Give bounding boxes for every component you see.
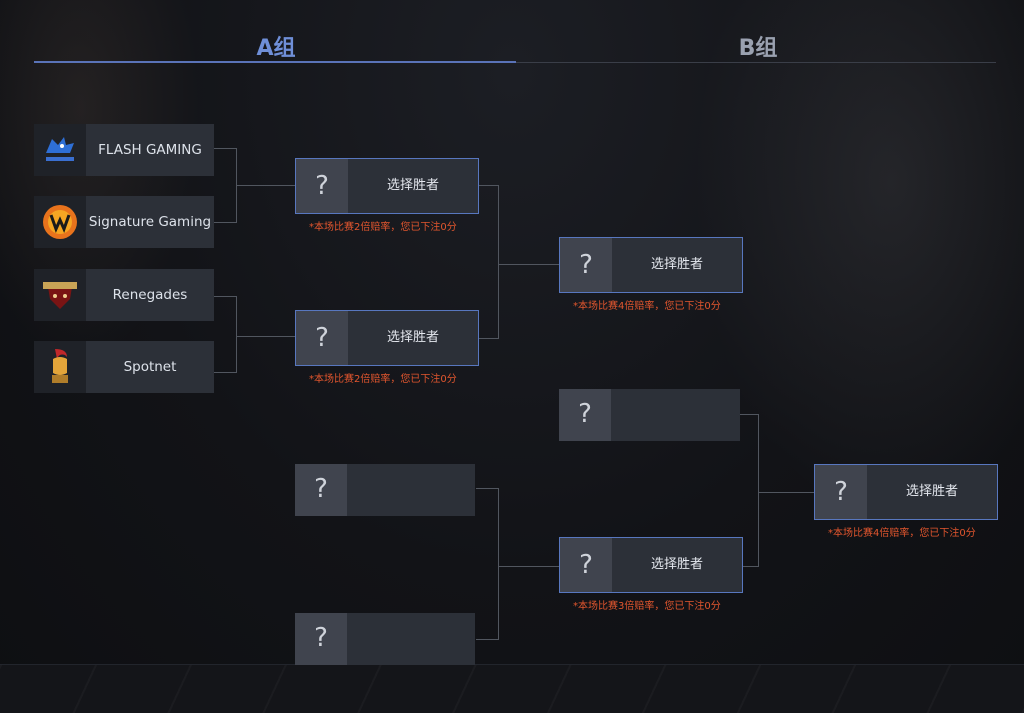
bracket-connector	[479, 185, 498, 186]
slot-label	[347, 613, 475, 665]
tab-group-b[interactable]: B组	[738, 36, 778, 61]
background-art-right	[694, 0, 1024, 520]
unknown-team-icon: ?	[815, 465, 867, 519]
unknown-team-icon: ?	[296, 311, 348, 365]
choose-winner-button[interactable]: 选择胜者	[905, 484, 958, 499]
match-slot-r2-4: ?	[295, 613, 475, 665]
match-slot-r2-3: ?	[295, 464, 475, 516]
choose-winner-button[interactable]: 选择胜者	[386, 330, 439, 345]
bracket-connector	[498, 264, 559, 265]
bracket-connector	[214, 222, 236, 223]
bracket-connector	[743, 566, 758, 567]
signature-gaming-logo-icon	[34, 196, 86, 248]
unknown-team-icon: ?	[295, 613, 347, 665]
bracket-connector	[236, 296, 237, 373]
team-card-spotnet[interactable]: Spotnet	[34, 341, 214, 393]
renegades-logo-icon	[34, 269, 86, 321]
bracket-connector	[214, 296, 236, 297]
team-name: Renegades	[112, 287, 188, 303]
match-slot-r3-3[interactable]: ? 选择胜者	[559, 537, 743, 593]
flash-gaming-logo-icon	[34, 124, 86, 176]
match-slot-r3-2: ?	[559, 389, 740, 441]
tab-group-a-underline	[34, 61, 516, 63]
bracket-connector	[214, 372, 236, 373]
odds-note: *本场比赛2倍赔率，您已下注0分	[309, 222, 457, 233]
bracket-connector	[758, 414, 759, 567]
match-slot-r2-2[interactable]: ? 选择胜者	[295, 310, 479, 366]
choose-winner-button[interactable]: 选择胜者	[650, 257, 703, 272]
unknown-team-icon: ?	[559, 389, 611, 441]
tab-group-a[interactable]: A组	[256, 36, 296, 61]
bracket-connector	[476, 639, 498, 640]
bracket-connector	[758, 492, 814, 493]
unknown-team-icon: ?	[560, 238, 612, 292]
unknown-team-icon: ?	[296, 159, 348, 213]
choose-winner-button[interactable]: 选择胜者	[386, 178, 439, 193]
unknown-team-icon: ?	[560, 538, 612, 592]
bottom-decorative-band	[0, 664, 1024, 713]
bracket-connector	[740, 414, 758, 415]
bracket-connector	[236, 336, 295, 337]
choose-winner-button[interactable]: 选择胜者	[650, 557, 703, 572]
match-slot-r2-1[interactable]: ? 选择胜者	[295, 158, 479, 214]
team-card-signature-gaming[interactable]: Signature Gaming	[34, 196, 214, 248]
bracket-connector	[236, 185, 295, 186]
team-card-flash-gaming[interactable]: FLASH GAMING	[34, 124, 214, 176]
odds-note: *本场比赛2倍赔率，您已下注0分	[309, 374, 457, 385]
match-slot-final[interactable]: ? 选择胜者	[814, 464, 998, 520]
slot-label	[347, 464, 475, 516]
bracket-connector	[498, 566, 559, 567]
team-card-renegades[interactable]: Renegades	[34, 269, 214, 321]
odds-note: *本场比赛3倍赔率，您已下注0分	[573, 601, 721, 612]
odds-note: *本场比赛4倍赔率，您已下注0分	[828, 528, 976, 539]
bracket-connector	[476, 488, 498, 489]
tab-divider-line	[516, 62, 996, 63]
bracket-connector	[214, 148, 236, 149]
bracket-connector	[498, 488, 499, 640]
spotnet-logo-icon	[34, 341, 86, 393]
match-slot-r3-1[interactable]: ? 选择胜者	[559, 237, 743, 293]
team-name: Signature Gaming	[88, 214, 212, 230]
slot-label	[611, 389, 740, 441]
bracket-connector	[498, 185, 499, 339]
bracket-connector	[479, 338, 498, 339]
team-name: Spotnet	[123, 359, 177, 375]
unknown-team-icon: ?	[295, 464, 347, 516]
odds-note: *本场比赛4倍赔率，您已下注0分	[573, 301, 721, 312]
team-name: FLASH GAMING	[98, 142, 202, 158]
